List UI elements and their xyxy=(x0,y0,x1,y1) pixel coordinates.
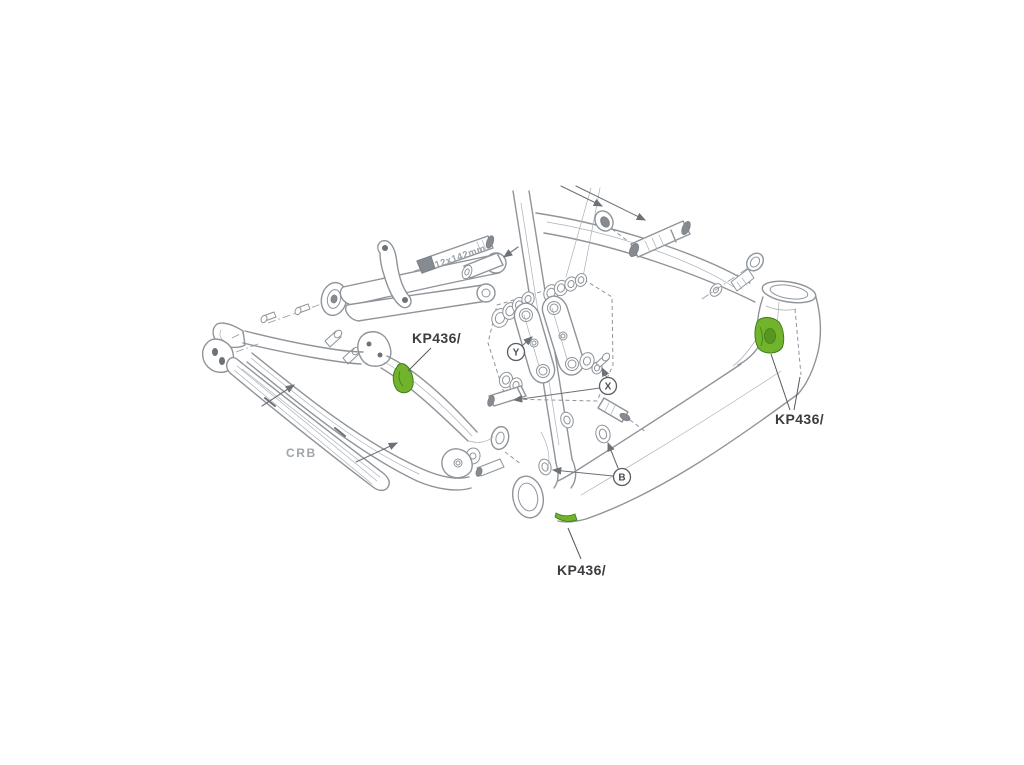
front-triangle-frame xyxy=(511,187,822,523)
callout-x: X xyxy=(598,376,618,396)
swingarm-assembly xyxy=(201,239,522,491)
shock-link-plates xyxy=(513,295,585,384)
part-label-kp436-downtube: KP436/ xyxy=(557,562,606,578)
pivot-axle-top xyxy=(628,220,691,258)
dropout-hardware xyxy=(441,425,522,479)
material-label-crb: CRB xyxy=(286,446,317,460)
part-labels: KP436/ KP436/ KP436/ CRB xyxy=(286,330,824,578)
chainstay-protector xyxy=(226,356,398,492)
callout-y-letter: Y xyxy=(513,348,520,359)
part-label-kp436-seatstay: KP436/ xyxy=(412,330,461,346)
bearing-stack-top-right xyxy=(543,273,588,302)
callout-b: B xyxy=(551,441,632,487)
callout-b-letter: B xyxy=(618,473,625,484)
seatstay-clevis xyxy=(357,331,392,367)
headset-bolt xyxy=(701,252,765,300)
callout-x-letter: X xyxy=(605,382,612,393)
pivot-axle-lower xyxy=(597,397,647,433)
dashed-leader-line xyxy=(794,308,802,376)
part-label-kp436-headtube: KP436/ xyxy=(775,411,824,427)
pivot-sleeve xyxy=(461,246,519,280)
callout-y: Y xyxy=(506,342,526,362)
link-pin xyxy=(487,385,527,407)
grommet-highlight-headtube xyxy=(754,317,785,354)
brace-arm xyxy=(377,239,412,309)
rocker-link-assembly xyxy=(487,273,647,433)
grommet-highlight-downtube xyxy=(554,512,578,522)
top-pivot-hardware xyxy=(560,185,765,300)
grommet-highlight-seatstay xyxy=(392,363,414,394)
